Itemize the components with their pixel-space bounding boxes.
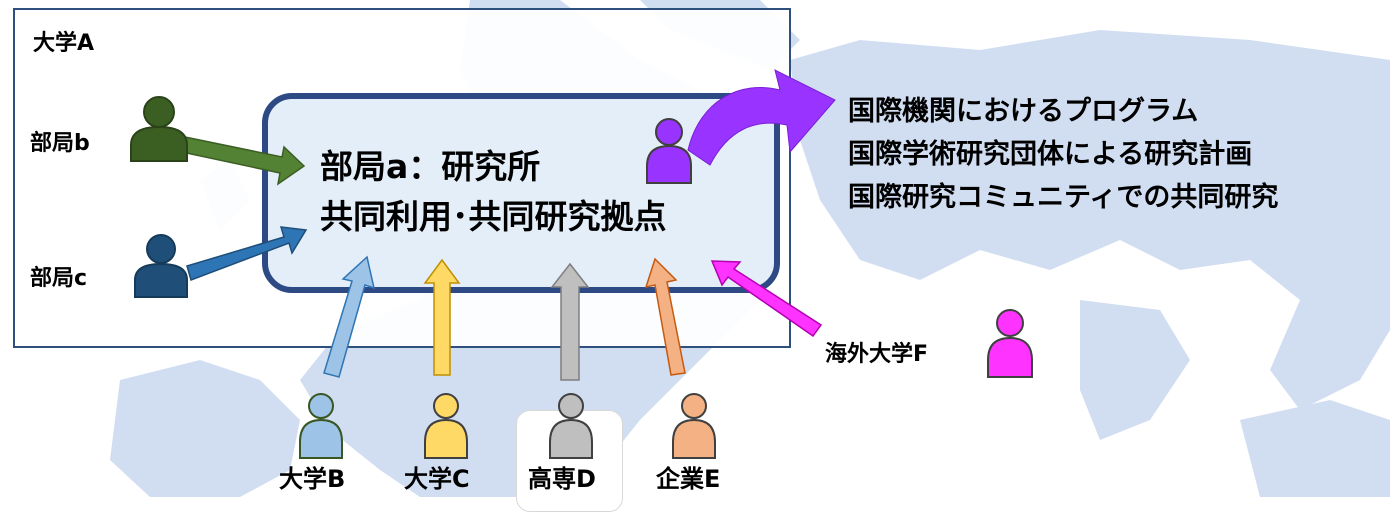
arrow-from-bureau-c: [186, 226, 308, 281]
bureau-c-label: 部局c: [30, 266, 88, 291]
company-e-label: 企業E: [656, 465, 721, 493]
arrow-from-kosen-d: [550, 262, 590, 381]
arrow-from-overseas-f: [710, 260, 823, 338]
outgoing-target-list: 国際機関におけるプログラム 国際学術研究団体による研究計画 国際研究コミュニティ…: [848, 90, 1278, 219]
arrow-from-university-b: [323, 255, 376, 378]
person-icon-bureau-b: [130, 96, 188, 162]
center-title-line1: 部局a：研究所: [320, 147, 541, 186]
person-icon-university-b: [299, 393, 343, 459]
person-icon-internal: [646, 118, 692, 184]
person-icon-kosen-d: [549, 393, 593, 459]
person-icon-overseas-f: [987, 309, 1033, 378]
arrows-layer: [130, 69, 1033, 459]
bureau-b-label: 部局b: [30, 131, 90, 156]
arrow-from-university-c: [423, 258, 461, 376]
target-item: 国際機関におけるプログラム: [848, 96, 1199, 127]
target-item: 国際学術研究団体による研究計画: [848, 139, 1253, 170]
person-icon-company-e: [672, 393, 716, 459]
research-institute-box: [262, 93, 780, 293]
center-title-line2: 共同利用･共同研究拠点: [320, 197, 667, 236]
university-a-label: 大学A: [33, 31, 95, 56]
university-b-label: 大学B: [279, 465, 346, 493]
person-icon-university-c: [424, 393, 468, 459]
person-icon-bureau-c: [134, 234, 188, 298]
arrow-from-company-e: [644, 257, 686, 376]
arrow-from-bureau-b: [181, 136, 306, 186]
kosen-d-label: 高専D: [528, 465, 596, 493]
outgoing-arrow: [687, 69, 836, 166]
target-item: 国際研究コミュニティでの共同研究: [848, 182, 1279, 213]
diagram-canvas: 大学A 部局a：研究所 共同利用･共同研究拠点: [13, 0, 1390, 512]
overseas-f-label: 海外大学F: [825, 342, 929, 367]
university-c-label: 大学C: [404, 465, 470, 493]
